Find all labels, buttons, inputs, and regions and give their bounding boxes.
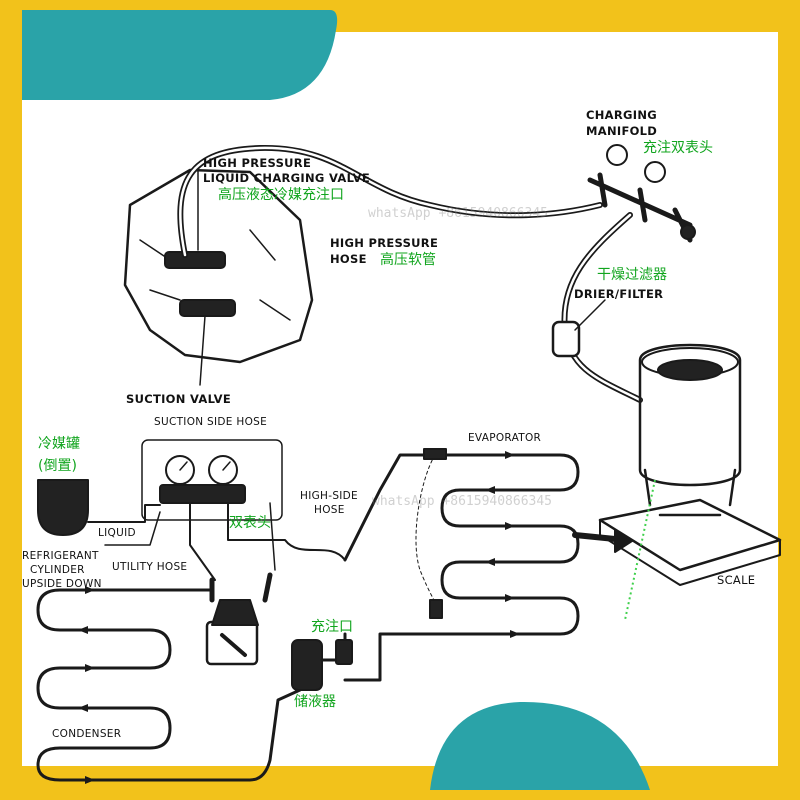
label-scale: SCALE bbox=[717, 574, 755, 587]
drier-filter bbox=[553, 322, 579, 356]
label-hp-hose-zh: 高压软管 bbox=[380, 252, 436, 269]
teal-corner-top-left bbox=[22, 10, 337, 100]
label-hp-valve-1: HIGH PRESSURE bbox=[203, 156, 311, 170]
label-liquid: LIQUID bbox=[98, 527, 136, 540]
compressor-pump bbox=[212, 600, 258, 625]
label-hp-valve-zh: 高压液态冷媒充注口 bbox=[218, 187, 344, 204]
label-drier-zh: 干燥过滤器 bbox=[597, 267, 667, 284]
label-cylinder-zh-2: (倒置) bbox=[38, 458, 77, 475]
inverted-cylinder bbox=[38, 480, 88, 535]
gauge-manifold-body bbox=[160, 485, 245, 503]
cylinder-opening bbox=[658, 360, 722, 380]
manifold-gauge-right bbox=[645, 162, 665, 182]
suction-valve-body bbox=[180, 300, 235, 316]
label-receiver-zh: 储液器 bbox=[294, 694, 336, 711]
label-evaporator: EVAPORATOR bbox=[468, 432, 541, 445]
label-high-side-hose-1: HIGH-SIDE bbox=[300, 490, 358, 503]
manifold-gauge-left bbox=[607, 145, 627, 165]
label-charging-manifold-1: CHARGING bbox=[586, 108, 657, 122]
label-hp-hose-2: HOSE bbox=[330, 252, 367, 266]
label-high-side-hose-2: HOSE bbox=[314, 504, 345, 517]
charge-port-fitting bbox=[336, 640, 352, 664]
label-gauge-zh: 双表头 bbox=[229, 515, 271, 532]
receiver-tank bbox=[292, 640, 322, 690]
watermark-top: whatsApp +8615940866345 bbox=[368, 206, 548, 221]
label-charge-port-zh: 充注口 bbox=[311, 619, 353, 636]
label-suction-valve: SUCTION VALVE bbox=[126, 392, 231, 406]
label-drier-en: DRIER/FILTER bbox=[574, 287, 663, 301]
expansion-valve bbox=[430, 600, 442, 618]
label-cylinder-zh-1: 冷媒罐 bbox=[38, 436, 80, 453]
manifold-valve-knob bbox=[681, 225, 695, 239]
evaporator-inlet-fitting bbox=[424, 449, 446, 459]
label-charging-manifold-zh: 充注双表头 bbox=[643, 140, 713, 157]
hp-charging-valve bbox=[165, 252, 225, 268]
label-hp-hose-1: HIGH PRESSURE bbox=[330, 236, 438, 250]
label-cylinder-en-2: CYLINDER bbox=[30, 564, 85, 577]
label-utility-hose: UTILITY HOSE bbox=[112, 561, 187, 574]
label-condenser: CONDENSER bbox=[52, 728, 121, 741]
label-cylinder-en-3: UPSIDE DOWN bbox=[22, 578, 102, 591]
watermark-middle: whatsApp +8615940866345 bbox=[372, 494, 552, 509]
label-charging-manifold-2: MANIFOLD bbox=[586, 124, 657, 138]
label-hp-valve-2: LIQUID CHARGING VALVE bbox=[203, 171, 370, 185]
label-cylinder-en-1: REFRIGERANT bbox=[22, 550, 99, 563]
label-suction-side-hose: SUCTION SIDE HOSE bbox=[154, 416, 267, 429]
